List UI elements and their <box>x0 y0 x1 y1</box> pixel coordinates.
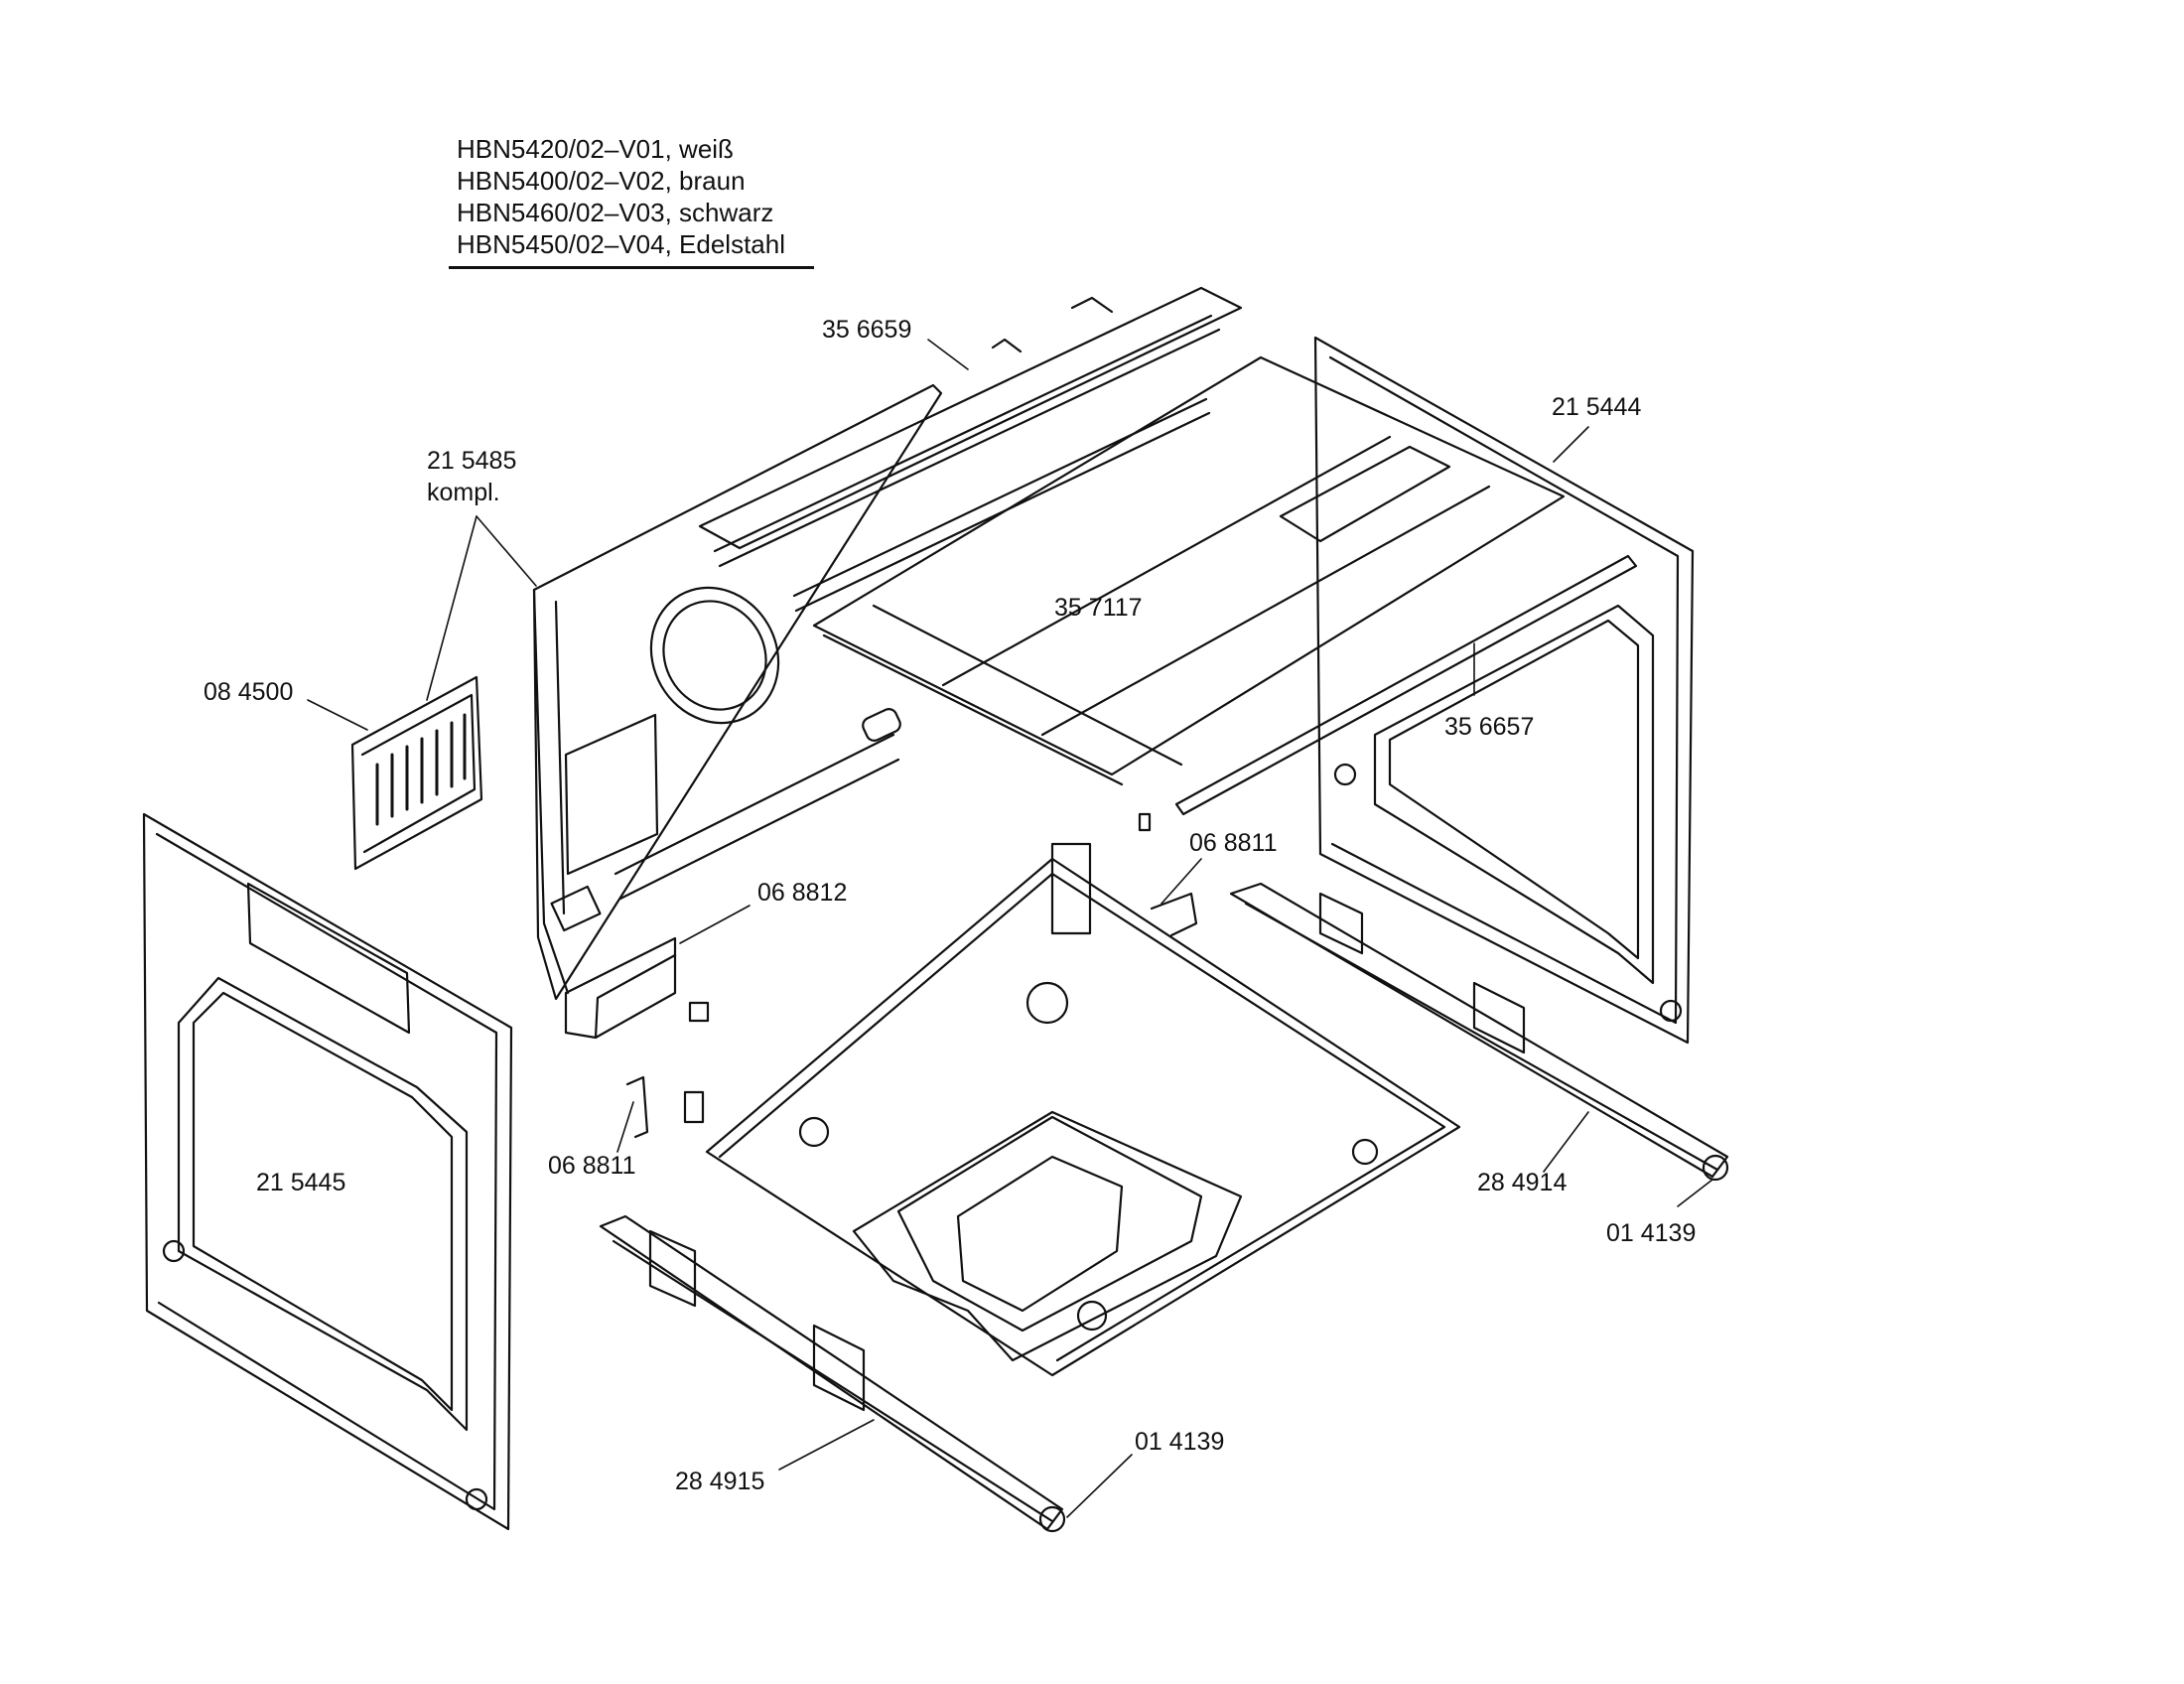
clip-068811-bottom <box>625 1075 705 1139</box>
callout-215485-sub: kompl. <box>427 479 500 506</box>
callout-014139-bottom: 01 4139 <box>1135 1428 1225 1456</box>
bottom-panel <box>705 842 1461 1377</box>
clip-068811-top <box>1138 812 1198 937</box>
top-rail-assembly <box>698 286 1243 613</box>
left-side-panel <box>142 812 513 1531</box>
leader-lines <box>307 339 1713 1518</box>
callout-356657: 35 6657 <box>1444 713 1535 741</box>
rail-284915 <box>599 1214 1066 1533</box>
rear-panel <box>532 383 943 1001</box>
callout-014139-right: 01 4139 <box>1606 1219 1697 1247</box>
callout-068811-top: 06 8811 <box>1189 829 1278 857</box>
callout-356659: 35 6659 <box>822 316 912 344</box>
callout-215445: 21 5445 <box>256 1169 346 1196</box>
control-board <box>350 675 483 871</box>
callout-215485: 21 5485 <box>427 447 517 475</box>
bracket-068812 <box>564 936 710 1040</box>
callout-068811-bottom: 06 8811 <box>548 1152 636 1180</box>
model-line-v01: HBN5420/02–V01, weiß <box>457 134 734 164</box>
callout-357117: 35 7117 <box>1054 594 1143 622</box>
callout-084500: 08 4500 <box>204 678 294 706</box>
side-strip <box>1174 554 1638 816</box>
model-line-v02: HBN5400/02–V02, braun <box>457 166 746 196</box>
callout-068812: 06 8812 <box>757 879 848 907</box>
callout-284915: 28 4915 <box>675 1468 765 1495</box>
rail-284914 <box>1229 882 1729 1182</box>
callout-215444: 21 5444 <box>1552 393 1642 421</box>
top-panel <box>812 355 1566 786</box>
right-side-panel <box>1313 336 1695 1045</box>
model-line-v04: HBN5450/02–V04, Edelstahl <box>457 229 786 259</box>
header-underline <box>449 266 814 269</box>
model-list: HBN5420/02–V01, weiß HBN5400/02–V02, bra… <box>449 133 824 269</box>
callout-284914: 28 4914 <box>1477 1169 1568 1196</box>
model-line-v03: HBN5460/02–V03, schwarz <box>457 198 774 227</box>
